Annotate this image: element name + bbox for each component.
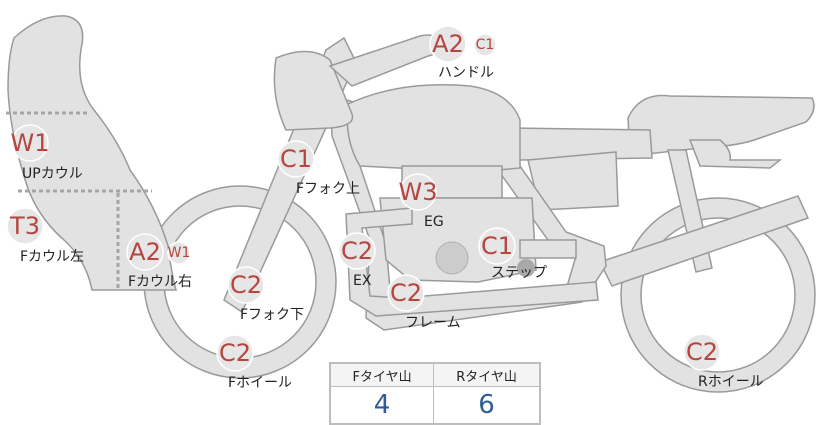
ex-label: EX <box>353 273 372 289</box>
f-cowl-right-grade-badge: W1 <box>168 245 191 261</box>
up-cowl-label: UPカウル <box>22 166 83 182</box>
front-tire-tread-header: Fタイヤ山 <box>329 362 435 387</box>
step-badge-circle <box>478 227 516 265</box>
f-cowl-left-badge-circle <box>6 207 44 245</box>
handle-grade-badge: A2 <box>432 30 464 58</box>
r-wheel-label: Rホイール <box>698 374 764 390</box>
f-wheel-label: Fホイール <box>228 375 292 391</box>
f-wheel-badge-circle <box>216 334 254 372</box>
f-fork-upper-grade-badge: C1 <box>280 145 312 173</box>
step-callout: C1 ステップ <box>478 227 547 281</box>
fuel-tank-shape <box>346 84 521 173</box>
handle-label: ハンドル <box>438 65 494 81</box>
handle-badge-circle <box>429 25 467 63</box>
f-cowl-right-label: Fカウル右 <box>128 274 192 290</box>
f-fork-lower-grade-badge: C2 <box>230 271 262 299</box>
ex-grade-badge: C2 <box>341 237 373 265</box>
handle-grade-badge: C1 <box>476 37 495 53</box>
headlight-shape <box>273 50 354 131</box>
ex-badge-circle <box>338 232 376 270</box>
f-fork-lower-label: Fフォク下 <box>240 307 304 323</box>
handle-callout: A2 C1 ハンドル <box>429 25 497 81</box>
f-fork-lower-badge-circle <box>227 266 265 304</box>
f-fork-upper-label: Fフォク上 <box>296 181 360 197</box>
f-cowl-left-grade-badge: T3 <box>9 212 40 240</box>
handle-badge-circle <box>473 33 497 57</box>
frame-callout: C2 フレーム <box>387 274 461 331</box>
rear-tire-tread-value: 6 <box>433 386 541 425</box>
r-wheel-badge-circle <box>683 333 721 371</box>
f-cowl-right-grade-badge: A2 <box>129 238 161 266</box>
tire-tread-table: Fタイヤ山 Rタイヤ山 4 6 <box>329 362 541 425</box>
frame-badge-circle <box>387 274 425 312</box>
tail-cowl-shape <box>688 139 783 169</box>
f-cowl-left-label: Fカウル左 <box>20 249 84 265</box>
f-cowl-right-badge-circle <box>167 241 191 265</box>
eg-label: EG <box>424 214 444 230</box>
up-cowl-badge-circle <box>11 124 49 162</box>
swingarm-shape <box>598 195 810 287</box>
frame-grade-badge: C2 <box>390 279 422 307</box>
frame-label: フレーム <box>405 315 461 331</box>
up-cowl-grade-badge: W1 <box>11 129 50 157</box>
front-tire-tread-value: 4 <box>329 386 435 425</box>
r-wheel-grade-badge: C2 <box>686 338 718 366</box>
rear-tire-tread-header: Rタイヤ山 <box>433 362 541 387</box>
step-grade-badge: C1 <box>481 232 513 260</box>
f-fork-upper-badge-circle <box>277 140 315 178</box>
eg-grade-badge: W3 <box>399 178 438 206</box>
f-wheel-grade-badge: C2 <box>219 339 251 367</box>
step-label: ステップ <box>491 265 547 281</box>
eg-badge-circle <box>399 173 437 211</box>
f-cowl-right-badge-circle <box>126 233 164 271</box>
